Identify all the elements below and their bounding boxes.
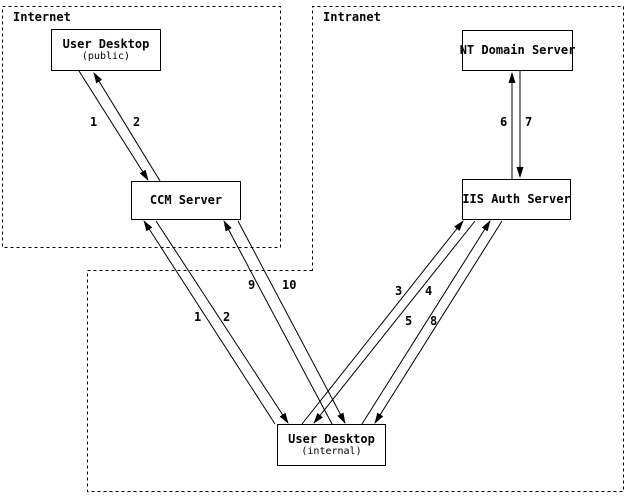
arrow-internal-to-ccm-9: [223, 220, 333, 425]
internet-zone-label: Internet: [12, 10, 72, 24]
arrow-internal-to-iis-3: [301, 220, 464, 425]
arrow-internal-to-iis-5: [361, 220, 491, 425]
arrow-iis-to-internal-4: [313, 220, 476, 424]
flow-label-2-internal: 2: [223, 310, 231, 324]
node-title: CCM Server: [149, 193, 223, 207]
flow-label-1-internal: 1: [194, 310, 202, 324]
flow-label-10: 10: [282, 278, 297, 292]
node-iis-auth-server: IIS Auth Server: [462, 179, 571, 220]
node-nt-domain-server: NT Domain Server: [459, 30, 576, 71]
flow-label-5: 5: [405, 314, 413, 328]
node-user-desktop-internal: User Desktop (internal): [277, 424, 386, 466]
flow-label-7: 7: [525, 115, 533, 129]
node-title: User Desktop: [62, 37, 150, 51]
node-title: User Desktop: [288, 432, 375, 446]
node-user-desktop-public: User Desktop (public): [51, 29, 161, 71]
arrow-ccm-to-internal-2: [155, 220, 289, 424]
flow-label-9: 9: [248, 278, 256, 292]
arrow-internal-to-ccm-1: [143, 220, 276, 425]
intranet-zone-outline: [87, 6, 624, 492]
node-ccm-server: CCM Server: [131, 181, 241, 220]
arrow-iis-to-internal-8: [374, 220, 503, 424]
internet-zone-outline: [2, 6, 281, 248]
intranet-zone-label: Intranet: [322, 10, 382, 24]
flow-label-2-public: 2: [133, 115, 141, 129]
arrow-ccm-to-internal-10: [237, 220, 346, 424]
flow-label-8: 8: [430, 314, 438, 328]
node-subtitle: (public): [81, 51, 131, 62]
flow-label-4: 4: [425, 284, 433, 298]
flow-label-1-public: 1: [90, 115, 98, 129]
arrow-ccm-to-public-2: [93, 72, 161, 182]
flow-label-3: 3: [395, 284, 403, 298]
arrow-public-to-ccm-1: [78, 70, 149, 181]
node-title: IIS Auth Server: [462, 192, 571, 206]
flow-label-6: 6: [500, 115, 508, 129]
node-title: NT Domain Server: [459, 43, 576, 57]
node-subtitle: (internal): [301, 446, 362, 457]
